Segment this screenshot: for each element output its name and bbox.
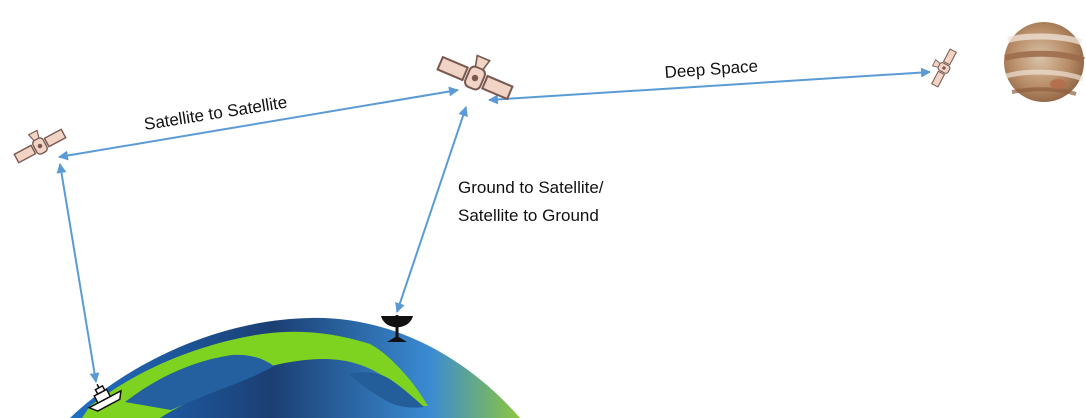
satellite-dish-icon [381, 315, 413, 342]
satellite-icon-far [924, 44, 959, 89]
ground-link [395, 106, 468, 313]
earth-icon [70, 317, 520, 418]
deep-space-label: Deep Space [664, 57, 759, 82]
left-ground-link [56, 163, 100, 383]
satellite-to-satellite-link [58, 86, 459, 161]
deep-space-link [488, 67, 931, 105]
link-lines [56, 67, 931, 383]
ship-icon [87, 383, 122, 412]
satellite-icon-left [8, 119, 68, 166]
satellite-to-satellite-label: Satellite to Satellite [143, 93, 289, 134]
jupiter-icon [1004, 22, 1085, 102]
ground-link-label-line-2: Satellite to Ground [458, 206, 599, 225]
ground-link-label-line-1: Ground to Satellite/ [458, 178, 604, 197]
satellite-icon-center [434, 42, 520, 104]
